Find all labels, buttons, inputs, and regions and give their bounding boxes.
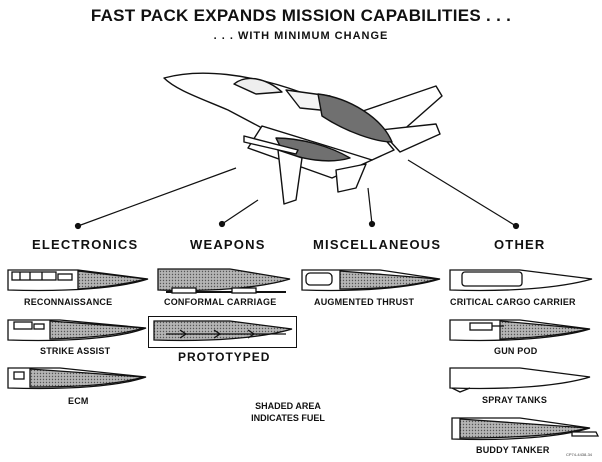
diagram-subtitle: . . . WITH MINIMUM CHANGE bbox=[213, 30, 389, 42]
fast-pack-upper bbox=[317, 93, 393, 143]
category-weapons: WEAPONS bbox=[190, 237, 266, 252]
category-miscellaneous: MISCELLANEOUS bbox=[313, 237, 442, 252]
leader-miscellaneous bbox=[367, 187, 373, 225]
pack-gun-pod bbox=[449, 319, 591, 342]
aircraft-vertical-tail-2 bbox=[379, 123, 441, 153]
label-reconnaissance: RECONNAISSANCE bbox=[24, 297, 113, 307]
figure-code: CP74-4438-34 bbox=[566, 452, 593, 457]
fuel-legend-note: SHADED AREA INDICATES FUEL bbox=[248, 400, 328, 424]
pack-buddy-tanker bbox=[451, 417, 600, 441]
label-critical-cargo-carrier: CRITICAL CARGO CARRIER bbox=[450, 297, 576, 307]
label-prototyped: PROTOTYPED bbox=[178, 350, 271, 364]
label-strike-assist: STRIKE ASSIST bbox=[40, 346, 111, 356]
aircraft-missile bbox=[243, 135, 299, 155]
aircraft-stabilizer-2 bbox=[335, 163, 367, 193]
pack-conformal-carriage bbox=[157, 268, 291, 294]
label-gun-pod: GUN POD bbox=[494, 346, 538, 356]
label-ecm: ECM bbox=[68, 396, 89, 406]
aircraft-stabilizer bbox=[277, 149, 303, 205]
prototyped-frame bbox=[148, 316, 297, 348]
pack-reconnaissance bbox=[7, 269, 149, 292]
pack-ecm bbox=[7, 367, 147, 390]
label-spray-tanks: SPRAY TANKS bbox=[482, 395, 548, 405]
fuel-legend-line-2: INDICATES FUEL bbox=[251, 413, 325, 423]
leader-miscellaneous-dot bbox=[368, 220, 376, 228]
pack-spray-tanks bbox=[449, 367, 591, 393]
pack-prototyped bbox=[153, 320, 293, 342]
pack-augmented-thrust bbox=[301, 269, 441, 292]
leader-weapons bbox=[221, 199, 259, 225]
leader-electronics-dot bbox=[74, 222, 82, 230]
fuel-legend-line-1: SHADED AREA bbox=[255, 401, 321, 411]
pack-critical-cargo-carrier bbox=[449, 269, 593, 292]
label-buddy-tanker: BUDDY TANKER bbox=[476, 445, 550, 455]
category-electronics: ELECTRONICS bbox=[32, 237, 139, 252]
diagram-title: FAST PACK EXPANDS MISSION CAPABILITIES .… bbox=[90, 6, 512, 25]
leader-other-dot bbox=[512, 222, 520, 230]
aircraft-illustration bbox=[163, 72, 443, 205]
label-conformal-carriage: CONFORMAL CARRIAGE bbox=[164, 297, 277, 307]
leader-weapons-dot bbox=[218, 220, 226, 228]
label-augmented-thrust: AUGMENTED THRUST bbox=[314, 297, 415, 307]
leader-other bbox=[407, 159, 517, 227]
leader-lines bbox=[74, 159, 520, 230]
category-other: OTHER bbox=[494, 237, 546, 252]
pack-strike-assist bbox=[7, 319, 147, 342]
leader-electronics bbox=[77, 167, 237, 227]
aircraft-canopy bbox=[233, 77, 283, 95]
